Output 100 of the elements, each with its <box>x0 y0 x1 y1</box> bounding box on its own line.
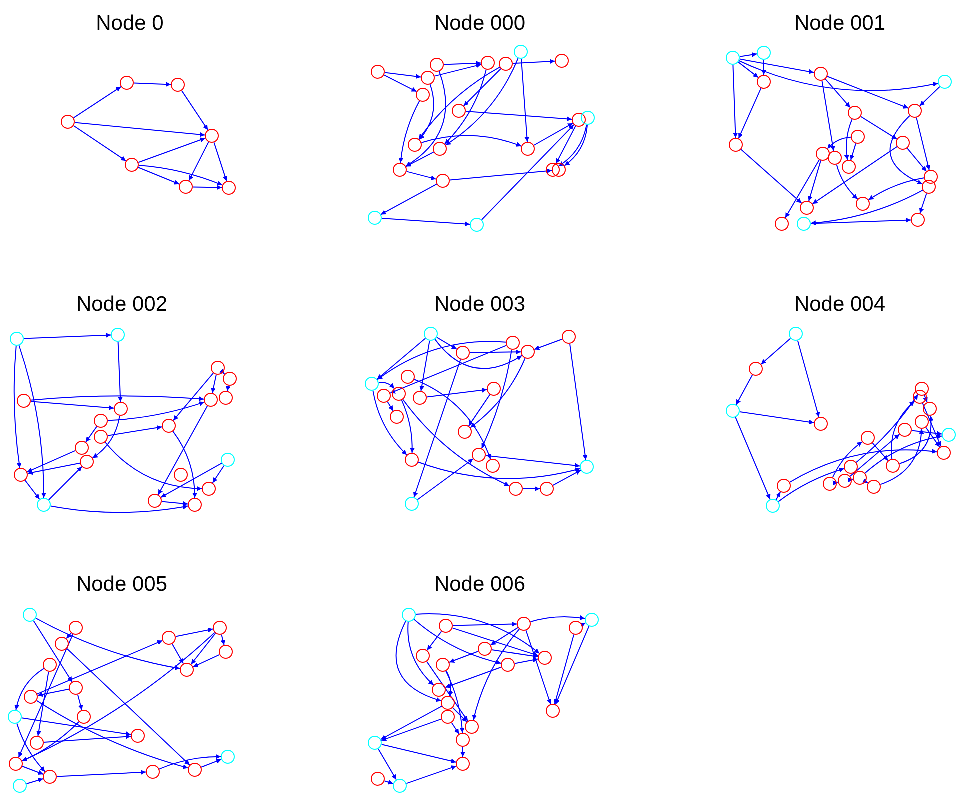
node-circle <box>853 471 867 485</box>
node-circle <box>844 460 858 474</box>
node-circle <box>174 468 188 482</box>
node-circle <box>392 387 406 401</box>
arrow <box>797 340 820 418</box>
arrow <box>825 78 851 108</box>
arrow <box>220 634 226 646</box>
arrow <box>172 644 184 664</box>
arrow <box>444 69 487 145</box>
arrow <box>22 766 44 776</box>
node-circle <box>942 428 956 442</box>
arrow <box>413 359 462 498</box>
arrow <box>378 382 395 390</box>
node-circle <box>452 104 466 118</box>
arrow <box>27 462 81 476</box>
arrow <box>738 88 762 140</box>
node-circle <box>413 391 427 405</box>
node-circle <box>766 499 780 513</box>
node-circle <box>180 663 194 677</box>
node-circle <box>37 498 51 512</box>
arrow <box>739 412 815 425</box>
node-circle <box>371 65 385 79</box>
arrow <box>36 700 189 770</box>
arrow <box>460 746 466 758</box>
arrow <box>922 402 942 448</box>
arrow <box>521 58 530 142</box>
arrow <box>192 654 220 668</box>
node-circle <box>458 425 472 439</box>
arrow <box>26 778 44 784</box>
arrow <box>564 124 588 166</box>
arrow <box>420 340 430 392</box>
arrow <box>790 449 938 483</box>
arrow <box>844 119 853 161</box>
node-circle <box>69 681 83 695</box>
node-circle <box>441 710 455 724</box>
node-circle <box>911 213 925 227</box>
arrow <box>406 766 457 784</box>
arrow <box>426 388 488 398</box>
arrow <box>808 160 822 202</box>
arrow <box>86 426 98 443</box>
arrow <box>452 622 518 627</box>
arrow <box>491 650 539 659</box>
node-circle <box>775 217 789 231</box>
node-circle <box>456 346 470 360</box>
arrow <box>14 346 22 469</box>
node-circle <box>365 377 379 391</box>
panel-title: Node 001 <box>794 12 886 36</box>
arrow <box>827 76 909 109</box>
arrow <box>872 442 889 462</box>
node-circle <box>125 158 139 172</box>
arrow <box>580 622 586 628</box>
node-circle <box>131 729 145 743</box>
arrow <box>490 627 519 646</box>
node-circle <box>552 163 566 177</box>
arrow <box>30 401 114 410</box>
node-circle <box>43 770 57 784</box>
arrow <box>107 425 163 436</box>
node-circle <box>814 417 828 431</box>
arrow <box>376 338 426 380</box>
arrow <box>406 171 437 180</box>
arrow <box>134 82 172 87</box>
node-circle <box>562 330 576 344</box>
arrow <box>50 504 189 514</box>
arrow <box>445 58 519 146</box>
arrow <box>848 478 854 483</box>
node-circle <box>521 142 535 156</box>
arrow <box>452 628 539 657</box>
arrow <box>735 417 771 500</box>
arrow <box>44 734 132 743</box>
node-circle <box>506 336 520 350</box>
arrow <box>449 651 479 664</box>
arrow <box>138 167 180 185</box>
arrow <box>512 59 556 64</box>
node-circle <box>401 370 415 384</box>
node-circle <box>371 772 385 786</box>
node-circle <box>814 67 828 81</box>
panel-title: Node 003 <box>434 293 526 317</box>
arrow <box>445 666 502 688</box>
arrow <box>226 385 231 392</box>
arrow <box>776 492 782 500</box>
node-circle <box>757 46 771 60</box>
arrow <box>416 614 540 654</box>
node-circle <box>148 494 162 508</box>
arrow <box>570 343 588 461</box>
arrow <box>836 164 858 200</box>
arrow <box>401 400 415 454</box>
node-circle <box>838 474 852 488</box>
arrow <box>192 185 222 190</box>
arrow <box>472 628 520 721</box>
arrow <box>21 718 132 737</box>
node-circle <box>377 389 391 403</box>
node-circle <box>924 170 938 184</box>
node-circle <box>851 130 865 144</box>
arrow <box>26 450 76 473</box>
arrow <box>890 115 924 185</box>
arrow <box>864 434 943 474</box>
arrow <box>850 434 900 477</box>
node-circle <box>211 361 225 375</box>
arrow <box>138 165 223 186</box>
arrow <box>916 117 931 171</box>
